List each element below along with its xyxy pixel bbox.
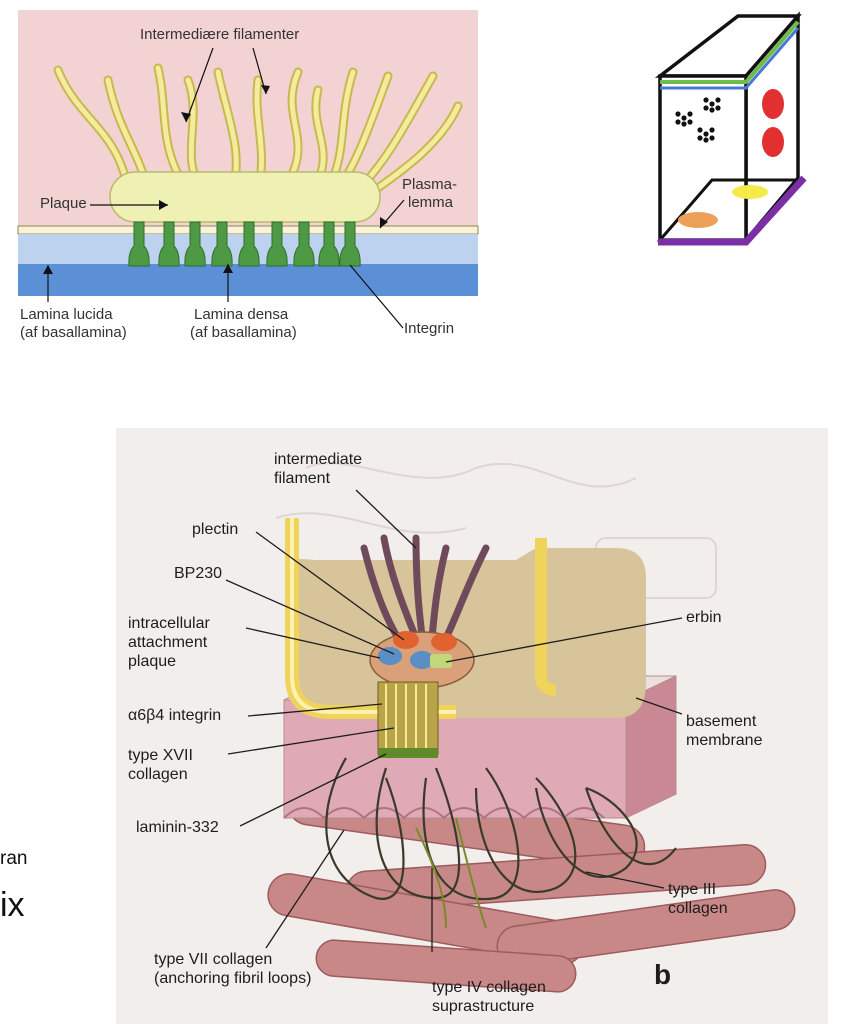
label-basement-membrane-line2: membrane xyxy=(686,732,763,749)
label-intermediate-filaments: Intermediære filamenter xyxy=(140,26,300,43)
integrin-stalks xyxy=(128,221,361,267)
label-a6b4-integrin: α6β4 integrin xyxy=(128,707,222,724)
intermediate-filament-strands xyxy=(360,534,490,642)
label-laminin-332: laminin-332 xyxy=(136,819,219,836)
label-type-iv-collagen-line2: suprastructure xyxy=(432,998,535,1015)
bottom-hemidesmosome-panel: intermediate filament plectin BP230 intr… xyxy=(116,428,828,1024)
left-clipped-text-line1: ran xyxy=(0,848,28,869)
label-plaque: Plaque xyxy=(40,195,87,212)
label-intermediate-filament-line2: filament xyxy=(274,470,331,487)
label-type-xvii-collagen-line2: collagen xyxy=(128,766,188,783)
panel-letter-b: b xyxy=(654,959,672,990)
label-attachment-plaque-line1: intracellular xyxy=(128,615,210,632)
label-type-iv-collagen-line1: type IV collagen xyxy=(432,979,546,996)
label-plasmalemma-line1: Plasma- xyxy=(402,176,458,193)
label-plectin: plectin xyxy=(192,521,239,538)
integrin-collagen-column xyxy=(377,681,439,758)
plaque-proteins xyxy=(378,631,457,669)
top-arrowheads xyxy=(43,85,388,274)
label-attachment-plaque-line2: attachment xyxy=(128,634,208,651)
basal-cell-body xyxy=(286,548,646,718)
label-intermediate-filament-line1: intermediate xyxy=(274,451,363,468)
label-lamina-lucida-line2: (af basallamina) xyxy=(20,324,127,341)
label-type-xvii-collagen-line1: type XVII xyxy=(128,747,193,764)
label-basement-membrane-line1: basement xyxy=(686,713,757,730)
bottom-diagram-graphic xyxy=(225,462,796,993)
label-erbin: erbin xyxy=(686,609,722,626)
top-hemidesmosome-diagram: Intermediære filamenter Plaque Plasma- l… xyxy=(17,10,479,360)
label-type-vii-collagen-line1: type VII collagen xyxy=(154,951,273,968)
label-lamina-lucida-line1: Lamina lucida xyxy=(20,306,113,323)
label-lamina-densa-line2: (af basallamina) xyxy=(190,324,297,341)
left-clipped-text-line2: ix xyxy=(0,886,25,924)
label-type-iii-collagen-line1: type III xyxy=(668,881,717,898)
label-bp230: BP230 xyxy=(174,565,223,582)
type-iv-collagen-strands xyxy=(415,817,487,929)
label-attachment-plaque-line3: plaque xyxy=(128,653,177,670)
label-plasmalemma-line2: lemma xyxy=(408,194,454,211)
basement-membrane-side xyxy=(625,675,677,819)
cell-junction-box-icon xyxy=(654,11,807,246)
plaque-shape xyxy=(109,171,381,223)
lamina-densa-band xyxy=(18,264,478,296)
bottom-pointer-lines xyxy=(225,489,683,952)
top-diagram-graphic xyxy=(17,10,479,329)
label-integrin: Integrin xyxy=(404,320,455,337)
label-type-iii-collagen-line2: collagen xyxy=(668,900,728,917)
label-type-vii-collagen-line2: (anchoring fibril loops) xyxy=(154,970,312,987)
anchoring-fibril-loops xyxy=(325,757,677,901)
label-lamina-densa-line1: Lamina densa xyxy=(194,306,289,323)
